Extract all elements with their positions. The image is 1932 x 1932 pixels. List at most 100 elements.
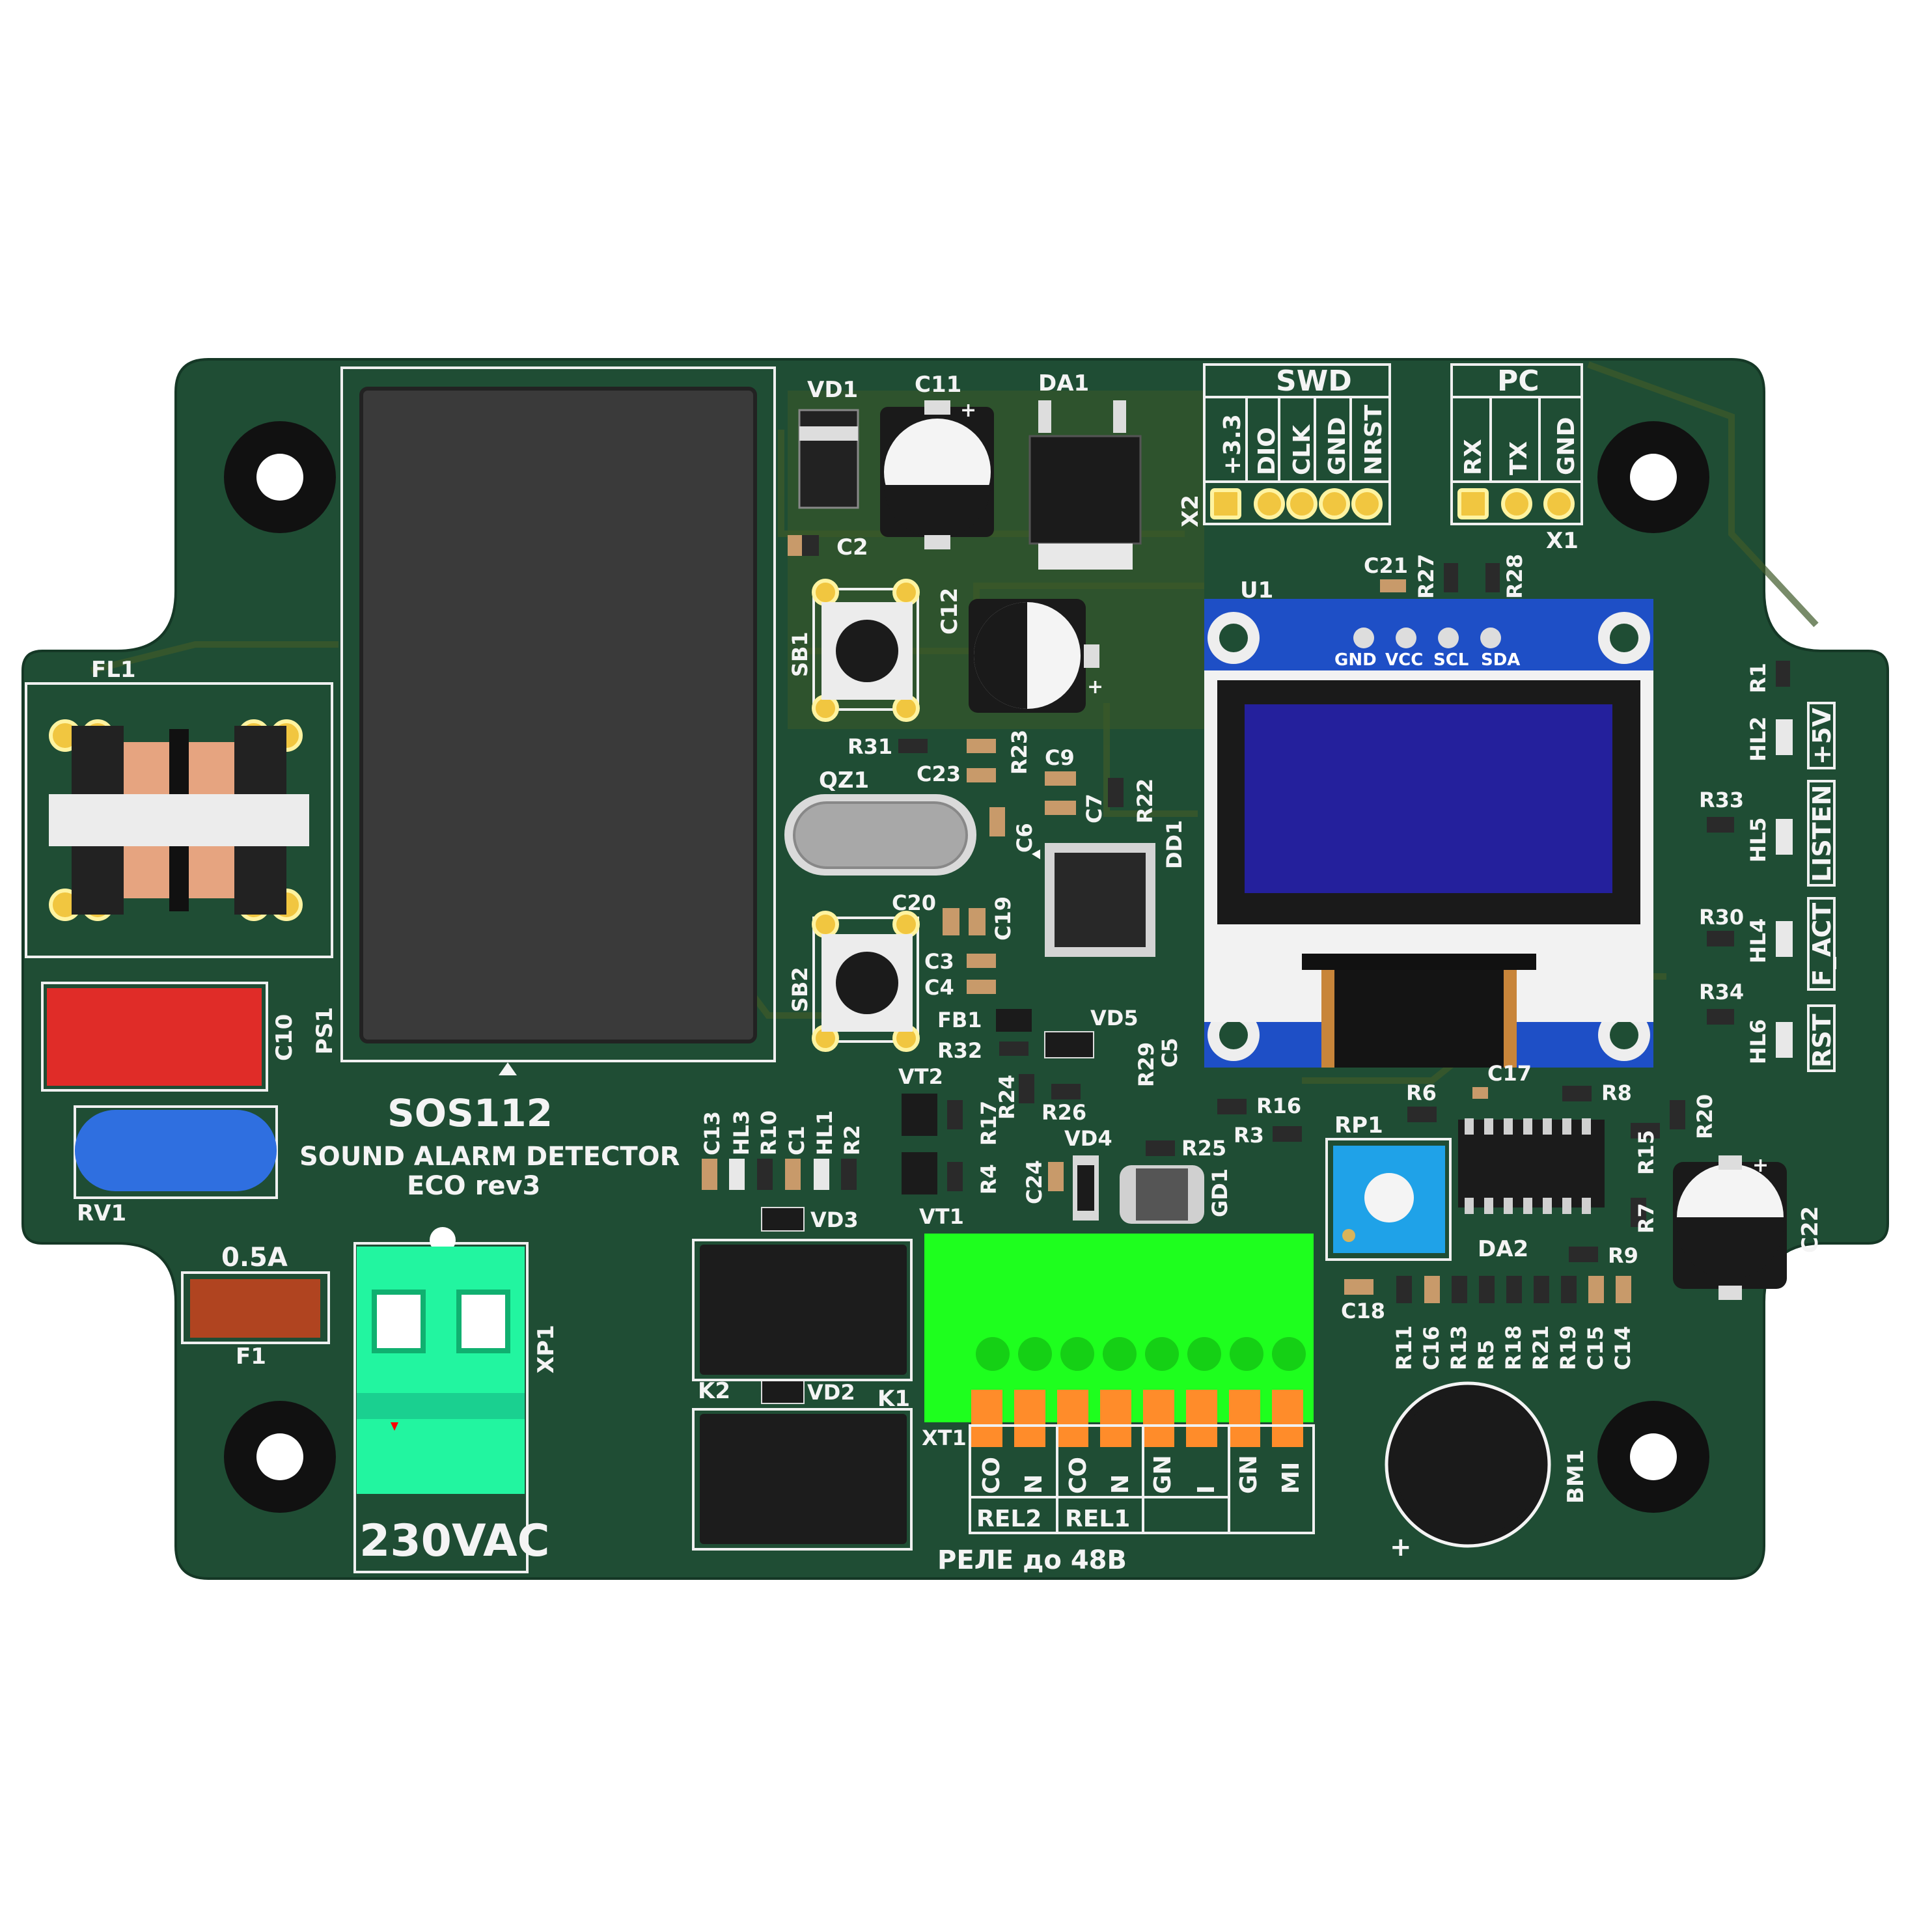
status-leds: R1 HL2 +5V R33 HL5 LISTEN R30 HL4 F_ACT …: [1699, 661, 1836, 1072]
ref-r32: R32: [937, 1038, 982, 1063]
ref-r16: R16: [1256, 1094, 1301, 1118]
passives-cluster-4: R6 C17 R8 R20 R15 R7 R9: [1406, 1061, 1717, 1268]
fuse-rating: 0.5A: [221, 1243, 288, 1273]
ref-r3: R3: [1234, 1123, 1264, 1148]
regulator-da1: DA1: [1028, 370, 1142, 570]
bottom-ref-1: C16: [1419, 1326, 1444, 1370]
board-subtitle: SOUND ALARM DETECTOR: [299, 1142, 680, 1172]
ref-r7: R7: [1634, 1203, 1659, 1234]
ref-rv1: RV1: [77, 1200, 126, 1226]
mounting-holes: [224, 421, 1709, 1513]
ref-hl2: HL2: [1746, 717, 1771, 762]
choke-fl1: FL1: [25, 657, 333, 958]
ref-vd3: VD3: [810, 1208, 859, 1232]
button-sb1[interactable]: SB1: [788, 579, 920, 722]
pc-title: PC: [1497, 365, 1539, 398]
ref-r31: R31: [848, 734, 892, 759]
diode-vd1: VD1 C2: [788, 377, 868, 560]
ref-r26: R26: [1042, 1100, 1086, 1125]
ref-xt1: XT1: [922, 1426, 967, 1450]
svg-text:+: +: [1087, 676, 1103, 698]
mcu-dd1: DD1: [1032, 820, 1187, 957]
ref-c7: C7: [1082, 794, 1107, 823]
ref-r8: R8: [1601, 1081, 1632, 1105]
ref-fl1: FL1: [91, 657, 136, 683]
ref-r17: R17: [976, 1101, 1001, 1146]
led-label-listen: LISTEN: [1808, 785, 1836, 882]
ref-vd5: VD5: [1090, 1006, 1138, 1030]
ref-r15: R15: [1634, 1130, 1659, 1175]
ref-da2: DA2: [1478, 1236, 1528, 1262]
ref-r20: R20: [1692, 1094, 1717, 1139]
xt1-pin-0: CO: [978, 1457, 1005, 1494]
oled-pin-scl: SCL: [1433, 650, 1469, 670]
cap-c10: C10: [41, 982, 297, 1092]
swd-pin-3: GND: [1324, 417, 1351, 475]
swd-pin-4: NRST: [1360, 404, 1387, 475]
buzzer-bm1: + BM1: [1385, 1381, 1589, 1562]
xt1-pin-3: N: [1107, 1474, 1134, 1494]
button-sb2[interactable]: SB2: [788, 911, 920, 1052]
ref-c1: C1: [784, 1125, 809, 1155]
passives-bottom-row: C18 R11 C16 R13 R5 R18 R21 R19 C15 C14: [1341, 1276, 1635, 1370]
ref-r25: R25: [1181, 1136, 1226, 1161]
ref-c3: C3: [924, 949, 954, 974]
ref-rp1: RP1: [1334, 1112, 1383, 1138]
ref-c20: C20: [892, 890, 936, 915]
trimmer-rp1[interactable]: RP1: [1325, 1112, 1452, 1261]
ref-c12: C12: [937, 588, 963, 635]
ref-c17: C17: [1487, 1061, 1532, 1086]
pc-pin-2: GND: [1553, 417, 1580, 475]
ref-gd1: GD1: [1208, 1168, 1232, 1217]
ref-c23: C23: [917, 762, 961, 786]
ref-qz1: QZ1: [819, 767, 869, 794]
ref-vt2: VT2: [898, 1064, 943, 1089]
ref-k2: K2: [698, 1378, 730, 1404]
relays: K2 K1: [692, 1239, 913, 1551]
cap-c11: C11 +: [880, 372, 994, 549]
bottom-ref-7: C15: [1583, 1326, 1608, 1370]
ref-c11: C11: [915, 372, 961, 398]
xt1-group-rel1: REL1: [1065, 1506, 1130, 1532]
ref-c18: C18: [1341, 1299, 1385, 1323]
ref-r1: R1: [1746, 663, 1771, 693]
bottom-ref-6: R19: [1556, 1325, 1580, 1370]
swd-pin-2: CLK: [1289, 424, 1316, 475]
pc-pin-0: RX: [1460, 439, 1487, 475]
small-passives-top: C21 R27 R28: [1364, 553, 1527, 599]
ref-c5: C5: [1157, 1038, 1182, 1068]
led-label-5v: +5V: [1808, 708, 1836, 765]
ref-r28: R28: [1502, 554, 1527, 599]
ref-c13: C13: [700, 1111, 724, 1155]
led-label-fact: F_ACT: [1808, 903, 1836, 986]
cap-c12: C12 +: [937, 588, 1103, 713]
oled-module-u1: U1 GND VCC SCL SDA: [1204, 577, 1653, 1068]
ref-xp1: XP1: [533, 1325, 559, 1373]
terminal-xp1: 230VAC XP1: [353, 1227, 559, 1573]
led-label-rst: RST: [1808, 1014, 1836, 1068]
ref-r34: R34: [1699, 980, 1744, 1004]
xt1-pin-4: GN: [1150, 1455, 1176, 1494]
oled-screen: [1245, 704, 1612, 893]
xt1-pin-7: MI: [1278, 1462, 1304, 1494]
ref-vd4: VD4: [1064, 1126, 1112, 1151]
pc-header: PC RX TX GND X1: [1450, 363, 1583, 554]
ref-hl3: HL3: [729, 1111, 754, 1155]
ref-r24: R24: [995, 1075, 1019, 1120]
ref-c10: C10: [271, 1014, 297, 1061]
ref-hl1: HL1: [812, 1111, 837, 1155]
xt1-pin-1: N: [1021, 1474, 1047, 1494]
bottom-ref-2: R13: [1446, 1325, 1471, 1370]
ref-sb1: SB1: [788, 631, 812, 677]
ref-x1: X1: [1546, 528, 1579, 554]
pc-pin-1: TX: [1506, 441, 1532, 475]
ref-r29: R29: [1134, 1042, 1159, 1087]
passives-cluster-1: R31 C23 R23 C9 C7 R22 C6: [848, 730, 1157, 853]
cap-c22: + C22: [1673, 1154, 1823, 1300]
varistor-rv1: RV1: [74, 1105, 278, 1226]
ref-vt1: VT1: [919, 1204, 964, 1229]
svg-text:+: +: [960, 399, 976, 422]
ref-r30: R30: [1699, 905, 1744, 930]
ref-fb1: FB1: [937, 1008, 982, 1032]
ref-ps1: PS1: [312, 1007, 338, 1055]
